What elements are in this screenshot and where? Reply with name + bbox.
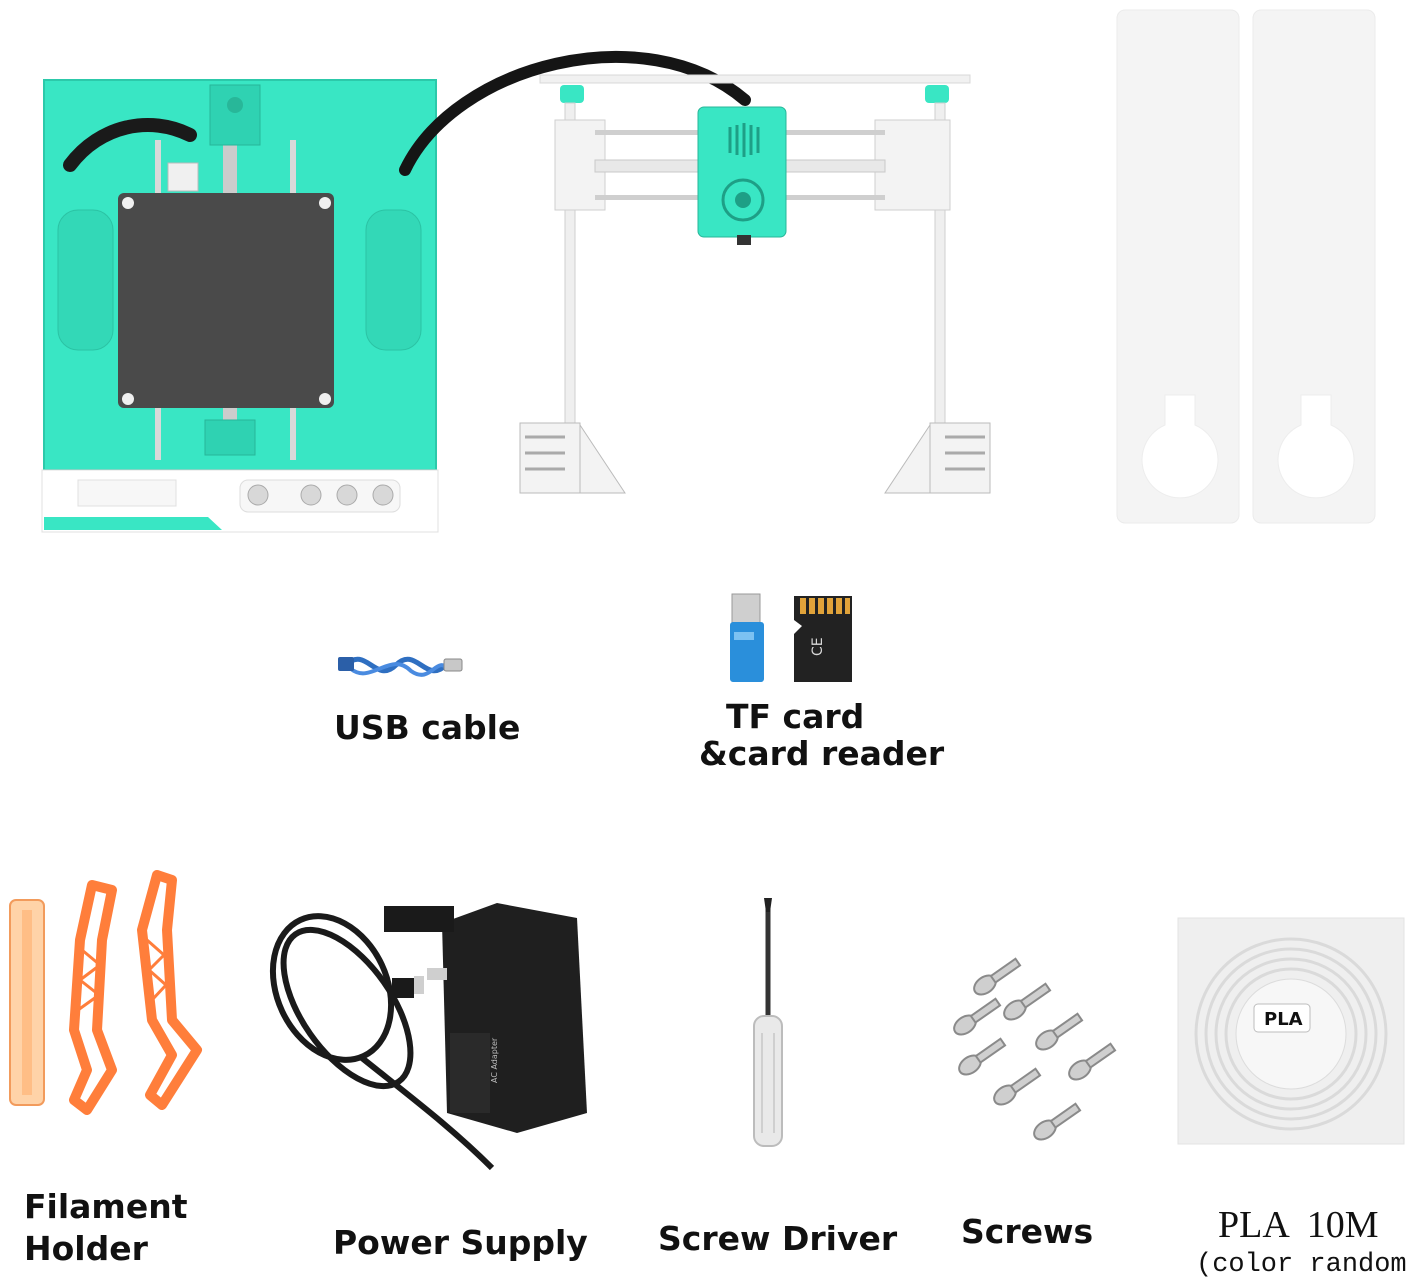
tf-card-mark: CE bbox=[810, 637, 826, 656]
usb-cable-icon bbox=[338, 656, 463, 677]
pla-label-line1: PLA 10M bbox=[1218, 1204, 1379, 1246]
tf-card-label-line2: &card reader bbox=[699, 734, 945, 773]
tf-card-label-line1: TF card bbox=[726, 697, 865, 736]
filament-holder-icon bbox=[9, 870, 202, 1115]
screw-driver-label: Screw Driver bbox=[658, 1219, 898, 1258]
pla-label-line2: (color random) bbox=[1196, 1250, 1409, 1280]
screwdriver-icon bbox=[753, 898, 783, 1147]
pla-tag-text: PLA bbox=[1264, 1009, 1303, 1030]
tf-card-icon: CE bbox=[794, 596, 852, 682]
usb-cable-label: USB cable bbox=[334, 708, 521, 747]
svg-text:AC Adapter: AC Adapter bbox=[490, 1037, 499, 1083]
power-adapter-icon: AC Adapter bbox=[269, 903, 587, 1171]
printer-gantry-image bbox=[519, 74, 991, 494]
power-supply-label: Power Supply bbox=[333, 1223, 588, 1262]
screws-icon bbox=[953, 957, 1117, 1141]
pla-spool-icon: PLA bbox=[1177, 917, 1405, 1145]
card-reader-icon bbox=[730, 593, 764, 682]
printer-base-image bbox=[41, 79, 439, 533]
filament-holder-label-line1: Filament bbox=[24, 1187, 188, 1226]
filament-holder-label-line2: Holder bbox=[24, 1229, 148, 1268]
side-panels-image bbox=[1116, 9, 1376, 524]
adapter-label-panel: AC Adapter bbox=[450, 1033, 499, 1113]
printer-cable bbox=[399, 50, 751, 176]
screws-label: Screws bbox=[961, 1212, 1094, 1251]
